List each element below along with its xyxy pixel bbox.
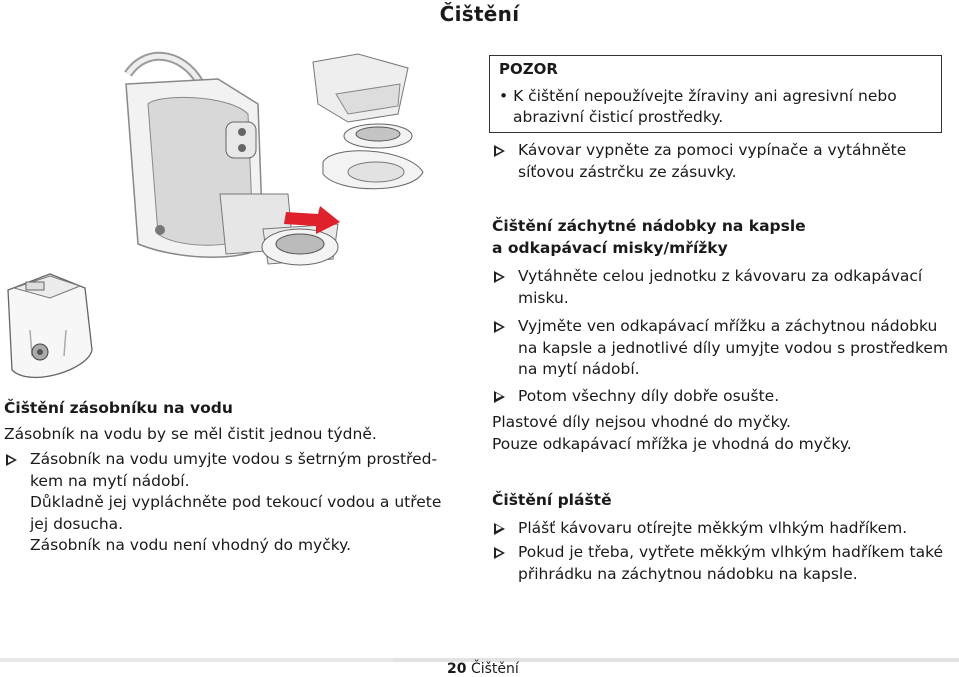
step-item: Kávovar vypněte za pomoci vypínače a vyt… — [492, 140, 952, 183]
triangle-bullet-icon — [494, 321, 505, 333]
step-item: Potom všechny díly dobře osušte. — [492, 386, 952, 408]
warning-bullet-cont: abrazivní čisticí prostředky. — [513, 108, 724, 126]
page-footer: 20 Čištění — [447, 661, 519, 677]
water-tank-illustration — [7, 273, 93, 379]
step-item: Zásobník na vodu umyjte vodou s šetrným … — [4, 449, 474, 557]
footer-rule — [0, 658, 393, 662]
warning-heading: POZOR — [499, 60, 558, 78]
note: Pouze odkapávací mřížka je vhodná do myč… — [492, 434, 852, 453]
section-tank-heading: Čištění zásobníku na vodu — [4, 399, 233, 417]
triangle-bullet-icon — [494, 547, 505, 559]
warning-text: • K čištění nepoužívejte žíraviny ani ag… — [499, 86, 932, 129]
section-housing-heading: Čištění pláště — [492, 491, 612, 509]
triangle-bullet-icon — [494, 390, 505, 403]
step-item: Plášť kávovaru otírejte měkkým vlhkým ha… — [492, 518, 952, 540]
section-housing: Čištění pláště Plášť kávovaru otírejte m… — [492, 490, 952, 585]
section-capsule: Čištění záchytné nádobky na kapsle a odk… — [492, 216, 952, 455]
footer-rule — [393, 658, 959, 662]
tank-intro: Zásobník na vodu by se měl čistit jednou… — [4, 424, 377, 443]
triangle-bullet-icon — [494, 145, 505, 157]
step-item: Pokud je třeba, vytřete měkkým vlhkým ha… — [492, 542, 952, 585]
warning-box: POZOR • K čištění nepoužívejte žíraviny … — [489, 55, 942, 133]
warning-bullet: • K čištění nepoužívejte žíraviny ani ag… — [499, 86, 897, 105]
coffee-machine-illustration — [124, 51, 424, 266]
arrow-icon — [284, 206, 340, 234]
step-item: Vyjměte ven odkapávací mřížku a záchytno… — [492, 316, 952, 381]
section-capsule-heading: Čištění záchytné nádobky na kapsle a odk… — [492, 217, 806, 257]
note: Plastové díly nejsou vhodné do myčky. — [492, 413, 791, 431]
triangle-bullet-icon — [494, 522, 505, 535]
unplug-step: Kávovar vypněte za pomoci vypínače a vyt… — [492, 140, 952, 183]
page-title: Čištění — [439, 2, 520, 26]
triangle-bullet-icon — [494, 271, 505, 283]
page-number: 20 — [447, 661, 467, 677]
step-item: Vytáhněte celou jednotku z kávovaru za o… — [492, 266, 952, 309]
section-tank: Čištění zásobníku na vodu Zásobník na vo… — [4, 398, 474, 557]
triangle-bullet-icon — [6, 454, 17, 466]
footer-section: Čištění — [470, 661, 519, 677]
